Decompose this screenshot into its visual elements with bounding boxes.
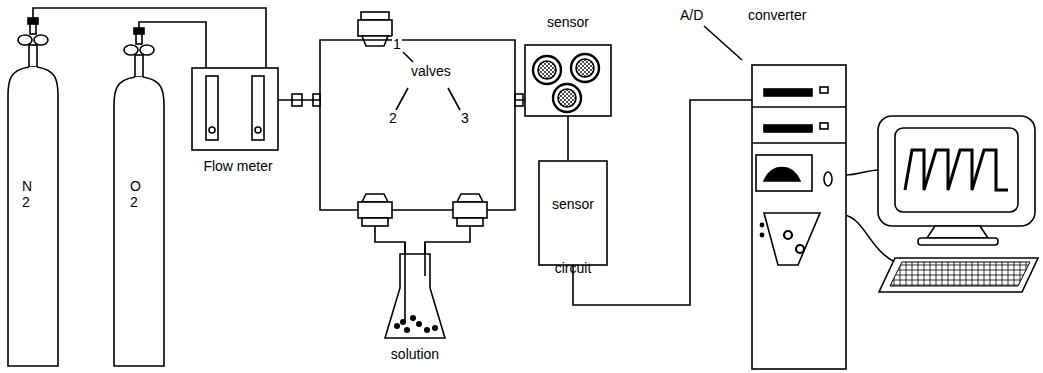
- outlet-tube: [425, 226, 470, 276]
- group-label: valves: [410, 63, 452, 79]
- part-label: Flow meter: [184, 158, 292, 174]
- flow-meter: Flow meter: [184, 68, 292, 178]
- part-label: sensor: [533, 14, 603, 30]
- valve-symbol: [358, 194, 392, 226]
- gas-cylinder: N 2: [6, 18, 60, 368]
- sensor-chamber: sensor: [523, 10, 613, 116]
- leader-line: [448, 88, 460, 110]
- gas-or-signal-line: [33, 8, 266, 68]
- signal-label: A/D: [680, 7, 714, 23]
- box-label: sensor circuit: [542, 172, 604, 300]
- part-label: solution: [375, 346, 455, 362]
- gas-cylinder-outline: [112, 28, 166, 368]
- gas-cylinder: O 2: [112, 28, 166, 368]
- part-label: converter: [748, 7, 838, 23]
- gas-label: O 2: [130, 178, 144, 210]
- gas-label: N 2: [22, 178, 36, 210]
- computer-tower: A/D converter: [680, 3, 848, 370]
- leader-line: [704, 26, 742, 60]
- gas-pipe: [320, 100, 515, 210]
- gas-or-signal-line: [567, 116, 569, 160]
- solution-flask: solution: [375, 254, 455, 366]
- callout-number: 1: [392, 36, 402, 52]
- sensor-circuit-box: sensor circuit: [538, 160, 608, 266]
- valve-symbol: [453, 194, 487, 226]
- monitor: [878, 116, 1035, 245]
- callout-number: 2: [388, 110, 398, 126]
- callout-number: 3: [460, 110, 470, 126]
- keyboard: [879, 258, 1038, 292]
- gas-or-signal-line: [139, 22, 206, 68]
- valve-symbol: [358, 12, 392, 46]
- gas-cylinder-outline: [6, 18, 60, 368]
- computer-tower-outline: [680, 3, 848, 370]
- leader-line: [403, 52, 413, 62]
- leader-line: [396, 88, 408, 110]
- sensor-circuit-box-outline: [538, 160, 608, 266]
- monitor-cable: [845, 170, 880, 175]
